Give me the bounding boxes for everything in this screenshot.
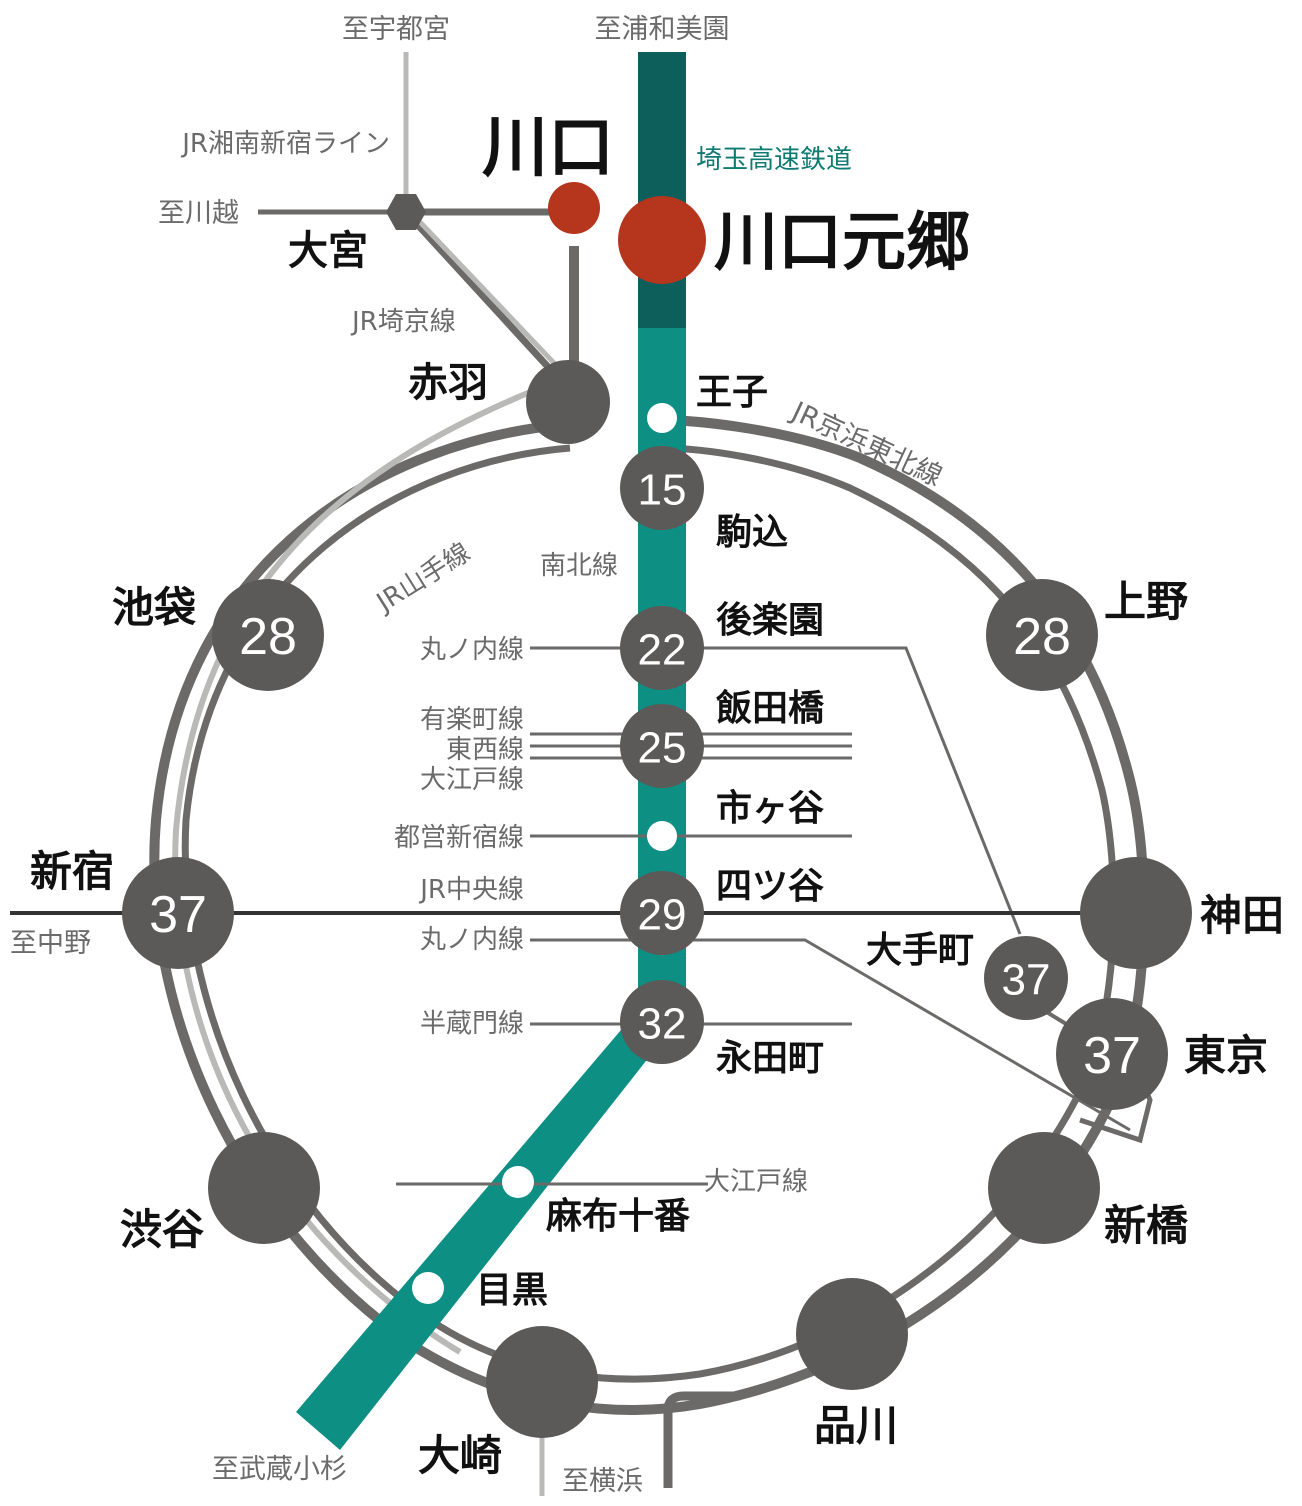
minutes-shinjuku: 37 — [149, 886, 207, 944]
line-labels: JR湘南新宿ライン 埼玉高速鉄道 JR埼京線 JR京浜東北線 JR山手線 南北線… — [180, 129, 946, 1197]
label-shinagawa: 品川 — [814, 1401, 898, 1450]
ueno-station-marker — [986, 579, 1098, 691]
shinbashi-station-marker — [988, 1132, 1100, 1244]
label-iidabashi: 飯田橋 — [716, 687, 824, 729]
stations — [122, 182, 1192, 1438]
line-tozai: 東西線 — [446, 735, 524, 765]
label-meguro: 目黒 — [476, 1269, 548, 1311]
line-marunouchi-1: 丸ノ内線 — [420, 635, 524, 665]
dir-nakano: 至中野 — [10, 928, 91, 959]
dir-yokohama: 至横浜 — [562, 1466, 643, 1497]
omiya-station-marker — [386, 194, 426, 230]
minutes-ueno: 28 — [1013, 608, 1071, 666]
label-ichigaya: 市ヶ谷 — [716, 787, 824, 829]
minutes-tokyo: 37 — [1083, 1027, 1141, 1085]
label-osaki: 大崎 — [418, 1431, 502, 1480]
label-omiya: 大宮 — [288, 227, 368, 274]
shinjuku-station-marker — [122, 857, 234, 969]
kanda-station-marker — [1080, 857, 1192, 969]
label-kawaguchi: 川口 — [482, 108, 614, 186]
minutes-ikebukuro: 28 — [239, 608, 297, 666]
line-oedo-1: 大江戸線 — [420, 765, 524, 795]
tokyo-station-marker — [1056, 998, 1168, 1110]
iidabashi-station-marker — [620, 704, 704, 788]
line-hanzomon: 半蔵門線 — [420, 1009, 524, 1039]
label-nagatacho: 永田町 — [716, 1037, 824, 1079]
line-oedo-2: 大江戸線 — [704, 1167, 808, 1197]
korakuen-station-marker — [620, 606, 704, 690]
azabu-juban-station-marker — [502, 1166, 534, 1198]
shinagawa-station-marker — [796, 1278, 908, 1390]
label-ikebukuro: 池袋 — [112, 583, 196, 632]
label-ueno: 上野 — [1104, 577, 1188, 626]
nagatacho-station-marker — [620, 980, 704, 1064]
line-yurakucho: 有楽町線 — [420, 705, 524, 735]
komagome-station-marker — [620, 446, 704, 530]
minutes-korakuen: 22 — [638, 626, 687, 675]
yotsuya-station-marker — [620, 871, 704, 955]
northern-branches — [258, 52, 579, 380]
line-saitama-railway: 埼玉高速鉄道 — [696, 145, 852, 175]
minutes-yotsuya: 29 — [638, 891, 687, 940]
minutes-otemachi: 37 — [1002, 956, 1051, 1005]
line-namboku: 南北線 — [540, 551, 618, 581]
label-shinbashi: 新橋 — [1104, 1201, 1188, 1250]
label-komagome: 駒込 — [716, 511, 788, 553]
osaki-station-marker — [486, 1326, 598, 1438]
meguro-station-marker — [412, 1272, 444, 1304]
otemachi-station-marker — [984, 936, 1068, 1020]
label-kanda: 神田 — [1200, 891, 1284, 940]
label-kawaguchi-motogo: 川口元郷 — [714, 205, 970, 280]
label-yotsuya: 四ツ谷 — [716, 865, 824, 907]
line-yamanote: JR山手線 — [370, 538, 476, 619]
oji-station-marker — [647, 403, 677, 433]
dir-kawagoe: 至川越 — [158, 198, 239, 229]
ikebukuro-station-marker — [212, 579, 324, 691]
label-shinjuku: 新宿 — [30, 847, 114, 896]
label-korakuen: 後楽園 — [716, 599, 824, 641]
line-shinjuku-line: 都営新宿線 — [394, 823, 524, 853]
line-shonan-shinjuku: JR湘南新宿ライン — [180, 129, 390, 159]
kawaguchi-motogo-station-marker — [618, 196, 706, 284]
minutes-komagome: 15 — [638, 466, 687, 515]
travel-times: 15 22 25 29 32 28 28 37 37 37 — [149, 466, 1141, 1086]
label-azabu-juban: 麻布十番 — [546, 1195, 690, 1237]
line-marunouchi-2: 丸ノ内線 — [420, 925, 524, 955]
dir-musashi-kosugi: 至武蔵小杉 — [212, 1454, 347, 1485]
line-saikyo: JR埼京線 — [350, 307, 456, 337]
dir-utsunomiya: 至宇都宮 — [342, 14, 450, 45]
shibuya-station-marker — [208, 1132, 320, 1244]
ichigaya-station-marker — [647, 821, 677, 851]
label-oji: 王子 — [696, 371, 768, 413]
minutes-iidabashi: 25 — [638, 724, 687, 773]
label-shibuya: 渋谷 — [120, 1205, 204, 1254]
line-chuo: JR中央線 — [418, 875, 524, 905]
dir-urawa-misono: 至浦和美園 — [595, 14, 730, 45]
akabane-station-marker — [526, 360, 610, 444]
label-otemachi: 大手町 — [866, 929, 974, 971]
kawaguchi-station-marker — [548, 182, 600, 234]
direction-labels: 至宇都宮 至浦和美園 至川越 至中野 至武蔵小杉 至横浜 — [10, 14, 730, 1497]
minutes-nagatacho: 32 — [638, 1000, 687, 1049]
label-tokyo: 東京 — [1184, 1031, 1268, 1080]
label-akabane: 赤羽 — [408, 359, 488, 406]
station-labels: 川口 川口元郷 大宮 赤羽 王子 駒込 池袋 上野 後楽園 飯田橋 市ヶ谷 新宿… — [30, 108, 1284, 1480]
